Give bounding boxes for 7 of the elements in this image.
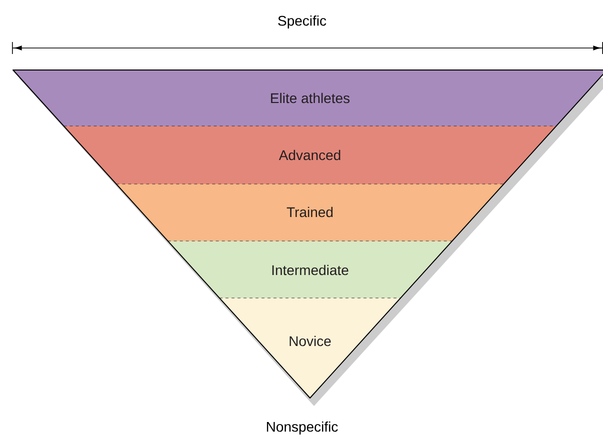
level-band: Intermediate (168, 241, 452, 298)
level-band: Advanced (64, 126, 556, 184)
level-band: Novice (220, 298, 400, 398)
axis-label: Nonspecific (266, 421, 338, 435)
level-band: Trained (116, 184, 504, 241)
axis-label: Specific (278, 15, 326, 29)
level-band: Elite athletes (13, 70, 603, 126)
